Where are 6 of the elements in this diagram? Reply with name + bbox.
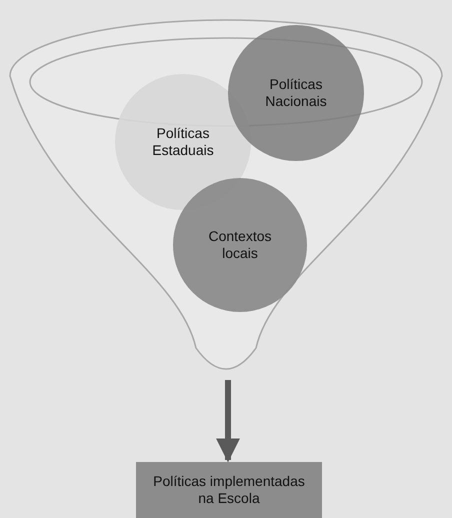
arrow [216,380,240,462]
box-label: Políticas implementadas na Escola [152,473,306,507]
result-box [136,462,322,518]
circle-label: Políticas Estaduais [151,125,215,159]
circle-label: Políticas Nacionais [264,76,328,110]
circle-label: Contextos locais [207,228,273,262]
